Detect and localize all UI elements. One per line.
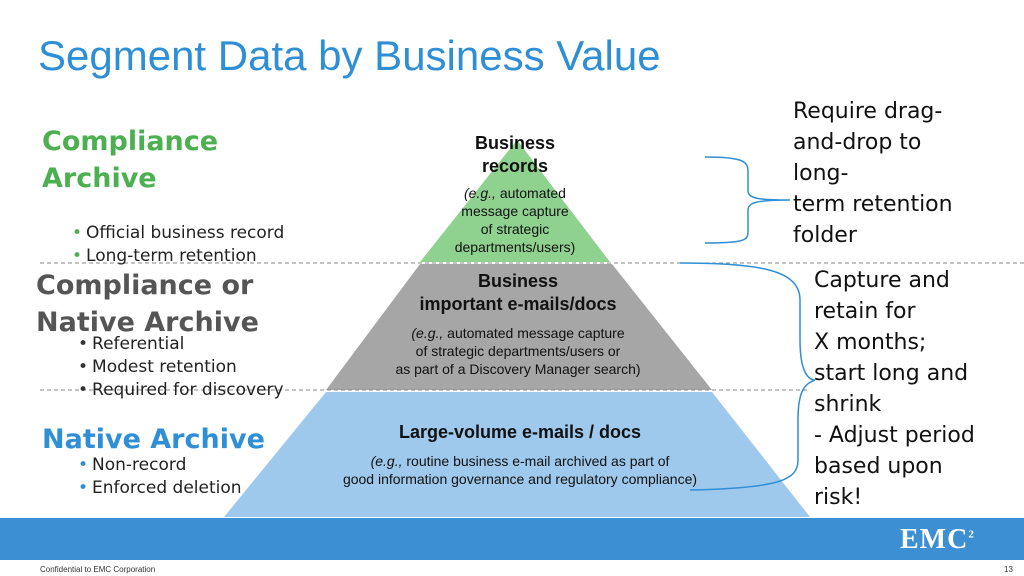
tier3-heading-line1: Native Archive: [42, 424, 265, 455]
side-note-bottom-line5: shrink: [814, 392, 882, 417]
tier3-pyramid-desc: (e.g., routine business e-mail archived …: [290, 452, 750, 488]
tier3-bullets: Non-record Enforced deletion: [78, 454, 242, 500]
side-note-bottom-line6: - Adjust period: [814, 423, 975, 448]
tier2-pyramid-title-line2: important e-mails/docs: [419, 294, 617, 314]
emc-logo-text: EMC: [900, 524, 969, 555]
tier3-pyramid-text: Large-volume e-mails / docs (e.g., routi…: [290, 421, 750, 488]
tier1-pyramid-desc-line2: message capture: [461, 203, 569, 219]
tier3-pyramid-eg: (e.g.,: [370, 453, 403, 469]
side-note-bottom-line1: Capture and: [814, 268, 950, 293]
tier2-heading: Compliance or Native Archive: [36, 267, 259, 341]
side-note-top-line3: long-: [793, 161, 849, 186]
emc-logo: EMC2: [900, 524, 975, 556]
pyramid-tier-bottom: [224, 392, 810, 517]
list-item: Enforced deletion: [78, 477, 242, 500]
list-item: Referential: [78, 333, 284, 356]
tier1-bullets: Official business record Long-term reten…: [72, 222, 284, 268]
footer-bar: [0, 518, 1024, 560]
tier3-pyramid-desc-line2: good information governance and regulato…: [342, 471, 698, 487]
tier2-pyramid-desc-line3: as part of a Discovery Manager search): [395, 361, 641, 377]
tier2-pyramid-desc-line2: of strategic departments/users or: [415, 343, 621, 359]
bracket-top: [704, 156, 791, 244]
side-note-bottom-line7: based upon: [814, 454, 943, 479]
tier1-pyramid-desc: (e.g., automated message capture of stra…: [415, 184, 615, 258]
bracket-bottom: [679, 262, 816, 491]
slide-title: Segment Data by Business Value: [38, 32, 661, 79]
tier2-pyramid-eg: (e.g.,: [411, 325, 444, 341]
tier3-pyramid-desc-line1: routine business e-mail archived as part…: [406, 453, 670, 469]
side-note-bottom-line4: start long and: [814, 361, 969, 386]
tier2-heading-line1: Compliance or: [36, 270, 254, 301]
side-note-bottom-line8: risk!: [814, 485, 863, 510]
tier1-pyramid-eg: (e.g.,: [464, 185, 496, 201]
list-item: Long-term retention: [72, 245, 284, 268]
side-note-top-line1: Require drag-: [793, 99, 943, 124]
tier1-pyramid-desc-line3: of strategic: [480, 221, 550, 237]
side-note-bottom: Capture and retain for X months; start l…: [814, 265, 975, 513]
tier1-pyramid-desc-line4: departments/users): [454, 239, 576, 255]
side-note-bottom-line3: X months;: [814, 330, 927, 355]
side-note-top-line5: folder: [793, 223, 857, 248]
page-number: 13: [1004, 565, 1013, 574]
tier3-heading: Native Archive: [42, 421, 265, 458]
confidential-note: Confidential to EMC Corporation: [40, 565, 156, 574]
side-note-top: Require drag- and-drop to long- term ret…: [793, 96, 953, 251]
tier2-bullets: Referential Modest retention Required fo…: [78, 333, 284, 402]
tier1-pyramid-text: Business records (e.g., automated messag…: [415, 132, 615, 258]
list-item: Non-record: [78, 454, 242, 477]
tier1-pyramid-title-line1: Business: [474, 133, 556, 153]
list-item: Modest retention: [78, 356, 284, 379]
tier1-heading-line2: Archive: [42, 163, 157, 194]
tier1-pyramid-desc-line1: automated: [499, 185, 566, 201]
pyramid-tier-top: [420, 140, 610, 262]
side-note-top-line2: and-drop to: [793, 130, 922, 155]
tier1-heading: Compliance Archive: [42, 123, 218, 197]
emc-logo-sup: 2: [968, 528, 975, 541]
side-note-bottom-line2: retain for: [814, 299, 916, 324]
list-item: Official business record: [72, 222, 284, 245]
tier2-pyramid-text: Business important e-mails/docs (e.g., a…: [350, 270, 686, 378]
tier1-heading-line1: Compliance: [42, 126, 219, 157]
list-item: Required for discovery: [78, 379, 284, 402]
side-note-top-line4: term retention: [793, 192, 953, 217]
tier3-pyramid-title: Large-volume e-mails / docs: [398, 422, 642, 442]
tier2-pyramid-desc-line1: automated message capture: [447, 325, 625, 341]
tier2-pyramid-desc: (e.g., automated message capture of stra…: [350, 324, 686, 378]
pyramid-tier-middle: [326, 264, 712, 390]
tier2-pyramid-title-line1: Business: [477, 271, 559, 291]
tier1-pyramid-title-line2: records: [481, 156, 549, 176]
